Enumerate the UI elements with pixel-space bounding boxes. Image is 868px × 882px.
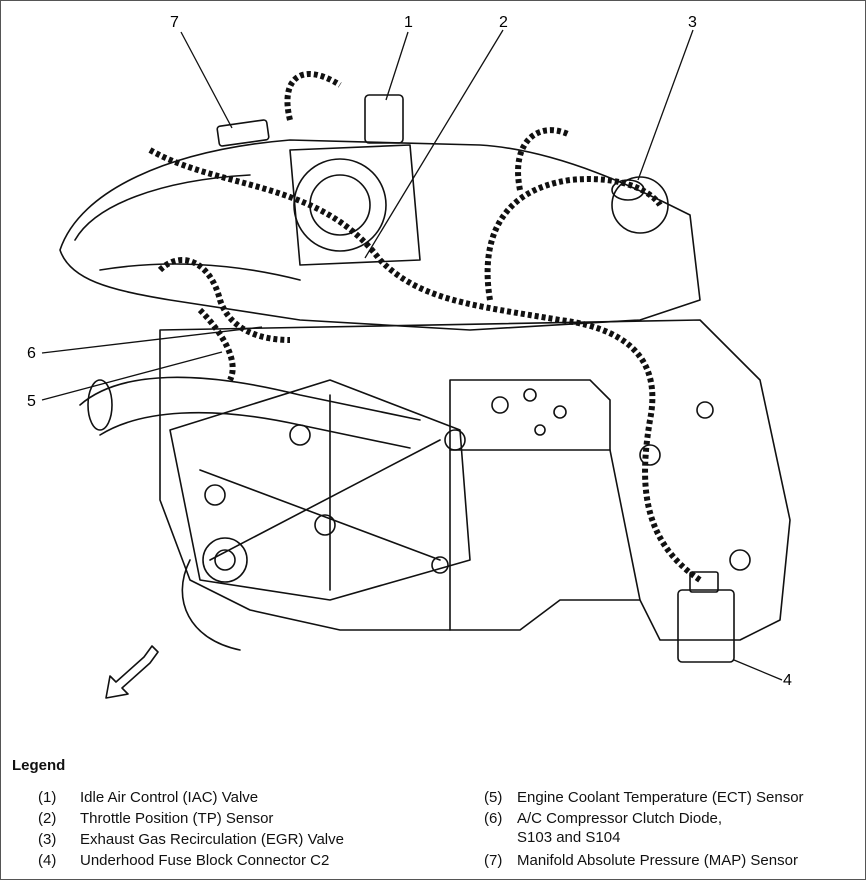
callout-2: 2 [499,14,508,31]
legend-text: Engine Coolant Temperature (ECT) Sensor [517,789,804,806]
callout-6: 6 [27,345,36,362]
legend-number: (3) [38,831,57,848]
legend-number: (2) [38,810,57,827]
callout-4: 4 [783,672,792,689]
legend-text: A/C Compressor Clutch Diode, [517,810,723,827]
legend-number: (1) [38,789,57,806]
legend-text: Throttle Position (TP) Sensor [80,810,274,827]
callout-7: 7 [170,14,179,31]
callout-3: 3 [688,14,697,31]
legend-number: (5) [484,789,503,806]
callout-5: 5 [27,393,36,410]
callout-1: 1 [404,14,413,31]
engine-illustration [41,29,791,699]
legend-number: (4) [38,852,57,869]
legend-number: (6) [484,810,503,827]
legend-number: (7) [484,852,503,869]
legend-text: Idle Air Control (IAC) Valve [80,789,259,806]
legend-text: Manifold Absolute Pressure (MAP) Sensor [517,852,798,869]
legend-text: Underhood Fuse Block Connector C2 [80,852,330,869]
legend-text-line2: S103 and S104 [517,829,621,846]
legend-title: Legend [12,757,66,774]
legend-text: Exhaust Gas Recirculation (EGR) Valve [80,831,344,848]
